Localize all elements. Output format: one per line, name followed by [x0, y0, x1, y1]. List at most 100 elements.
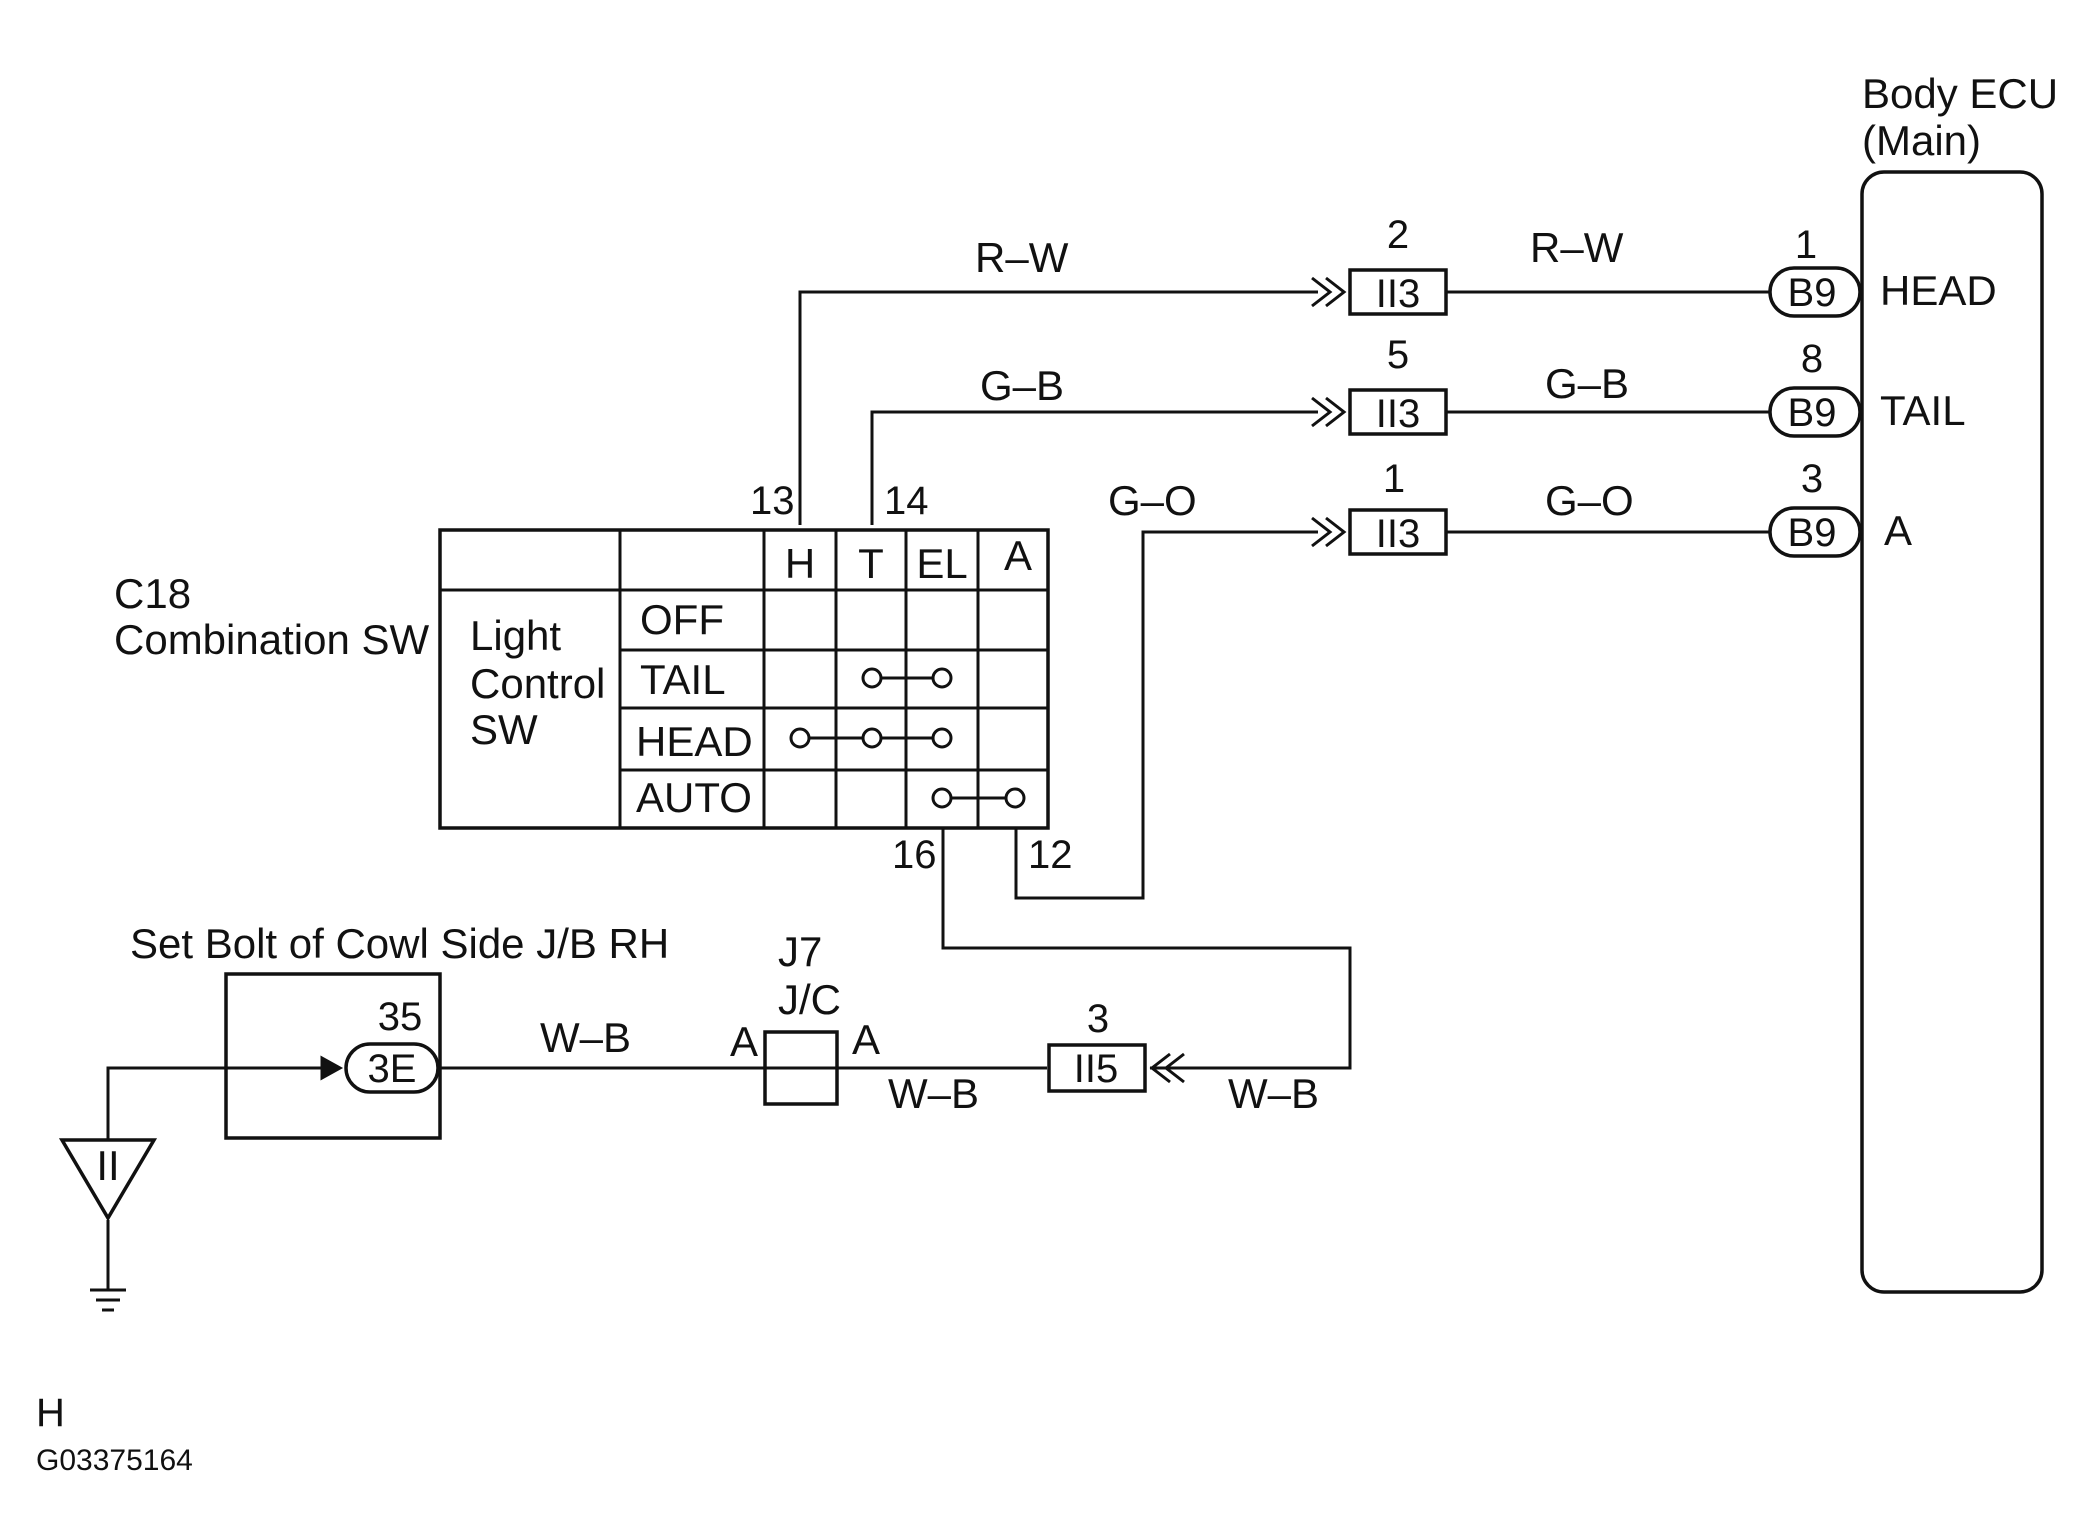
- wire-label-rw-right: R–W: [1530, 224, 1624, 271]
- ii3-bot-label: II3: [1376, 512, 1420, 556]
- ecu-box: [1860, 170, 2044, 1294]
- ground-symbol: II: [58, 1138, 158, 1312]
- wire-label-go-left: G–O: [1108, 477, 1197, 524]
- double-arrow-left-icon: [1149, 1052, 1185, 1084]
- group-label-line2: Control: [470, 660, 605, 707]
- b9-a-pin: 3: [1801, 457, 1823, 501]
- connector-3e-pill: [344, 1042, 440, 1094]
- wire-go-left: [1014, 530, 1318, 900]
- ii3-mid-box: [1348, 388, 1448, 436]
- ii5-label: II5: [1074, 1047, 1118, 1091]
- continuity-dot: [861, 727, 883, 749]
- wire-label-rw-left: R–W: [975, 234, 1069, 281]
- ecu-title-line2: (Main): [1862, 117, 1981, 164]
- continuity-dot: [789, 727, 811, 749]
- wire-wb-16: [941, 828, 1352, 1070]
- wire-gb-left: [870, 410, 1318, 525]
- b9-head-pin: 1: [1795, 223, 1817, 267]
- connector-ii3-bot: II3 1: [1311, 457, 1448, 556]
- switch-name: Combination SW: [114, 616, 429, 663]
- continuity-dot: [861, 667, 883, 689]
- b9-head-label: B9: [1788, 271, 1837, 315]
- ii3-bot-pin: 1: [1383, 457, 1405, 501]
- junction-connector: J7 J/C A A: [730, 928, 880, 1106]
- col-header-h: H: [785, 540, 815, 587]
- ii3-bot-box: [1348, 508, 1448, 556]
- double-arrow-icon: [1311, 276, 1347, 308]
- continuity-dot: [931, 667, 953, 689]
- ecu-pin-a: A: [1884, 507, 1912, 554]
- ecu-pin-tail: TAIL: [1880, 387, 1966, 434]
- col-header-t: T: [858, 540, 884, 587]
- row-tail: TAIL: [640, 656, 726, 703]
- row-auto: AUTO: [636, 774, 752, 821]
- wire-ground-lead: [106, 1066, 340, 1140]
- ground-symbol-label: II: [96, 1142, 119, 1189]
- pin-12: 12: [1028, 833, 1073, 877]
- wire-label-go-right: G–O: [1545, 477, 1634, 524]
- ii5-pin: 3: [1087, 997, 1109, 1041]
- pin-14: 14: [884, 479, 929, 523]
- junction-name: J/C: [778, 976, 841, 1023]
- continuity-dot: [1004, 787, 1026, 809]
- junction-id: J7: [778, 928, 822, 975]
- wire-label-gb-left: G–B: [980, 362, 1064, 409]
- continuity-dot: [931, 787, 953, 809]
- ii5-box: [1047, 1043, 1147, 1093]
- wire-label-wb-1: W–B: [540, 1014, 631, 1061]
- continuity-auto: [931, 787, 1026, 809]
- junction-pin-left: A: [730, 1018, 758, 1065]
- b9-tail-pin: 8: [1801, 337, 1823, 381]
- connector-ii5: II5 3: [1047, 997, 1185, 1093]
- switch-id: C18: [114, 570, 191, 617]
- b9-head-pill: [1768, 266, 1862, 318]
- continuity-dot: [931, 727, 953, 749]
- connector-b9-head: B9 1: [1768, 223, 1862, 318]
- junction-pin-right: A: [852, 1016, 880, 1063]
- ecu-pin-head: HEAD: [1880, 267, 1997, 314]
- continuity-head: [789, 727, 953, 749]
- pin-13: 13: [750, 479, 795, 523]
- b9-tail-pill: [1768, 386, 1862, 438]
- ground-location-label: Set Bolt of Cowl Side J/B RH: [130, 920, 669, 967]
- ii3-top-label: II3: [1376, 272, 1420, 316]
- connector-b9-a: B9 3: [1768, 457, 1862, 558]
- connector-ii3-mid: II3 5: [1311, 333, 1448, 436]
- ii3-top-box: [1348, 268, 1448, 316]
- double-arrow-icon: [1311, 516, 1347, 548]
- switch-table: [438, 528, 1050, 830]
- connector-b9-tail: B9 8: [1768, 337, 1862, 438]
- double-arrow-icon: [1311, 396, 1347, 428]
- group-label-line3: SW: [470, 706, 538, 753]
- footer-code: G03375164: [36, 1444, 193, 1477]
- connector-3e-label: 3E: [368, 1047, 417, 1091]
- continuity-tail: [861, 667, 953, 689]
- wire-label-gb-right: G–B: [1545, 360, 1629, 407]
- wire-rw-left: [798, 290, 1318, 525]
- ii3-mid-label: II3: [1376, 392, 1420, 436]
- connector-ii3-top: II3 2: [1311, 213, 1448, 316]
- pin-16: 16: [892, 833, 937, 877]
- wire-label-wb-2: W–B: [888, 1070, 979, 1117]
- arrow-right-icon: [320, 1055, 344, 1081]
- group-label-line1: Light: [470, 612, 561, 659]
- wire-label-wb-3: W–B: [1228, 1070, 1319, 1117]
- ground-triangle-icon: [58, 1138, 158, 1222]
- row-head: HEAD: [636, 718, 753, 765]
- b9-tail-label: B9: [1788, 391, 1837, 435]
- ii3-top-pin: 2: [1387, 213, 1409, 257]
- ground-location: Set Bolt of Cowl Side J/B RH 3E 35: [130, 920, 669, 1140]
- col-header-a: A: [1004, 532, 1032, 579]
- row-off: OFF: [640, 596, 724, 643]
- footer-letter: H: [36, 1391, 65, 1435]
- ecu-title-line1: Body ECU: [1862, 70, 2058, 117]
- b9-a-pill: [1768, 506, 1862, 558]
- combination-switch: C18 Combination SW H T EL A Light Contro…: [114, 479, 1073, 877]
- ii3-mid-pin: 5: [1387, 333, 1409, 377]
- col-header-el: EL: [916, 540, 967, 587]
- b9-a-label: B9: [1788, 511, 1837, 555]
- connector-3e-pin: 35: [378, 995, 423, 1039]
- ground-location-box: [224, 972, 442, 1140]
